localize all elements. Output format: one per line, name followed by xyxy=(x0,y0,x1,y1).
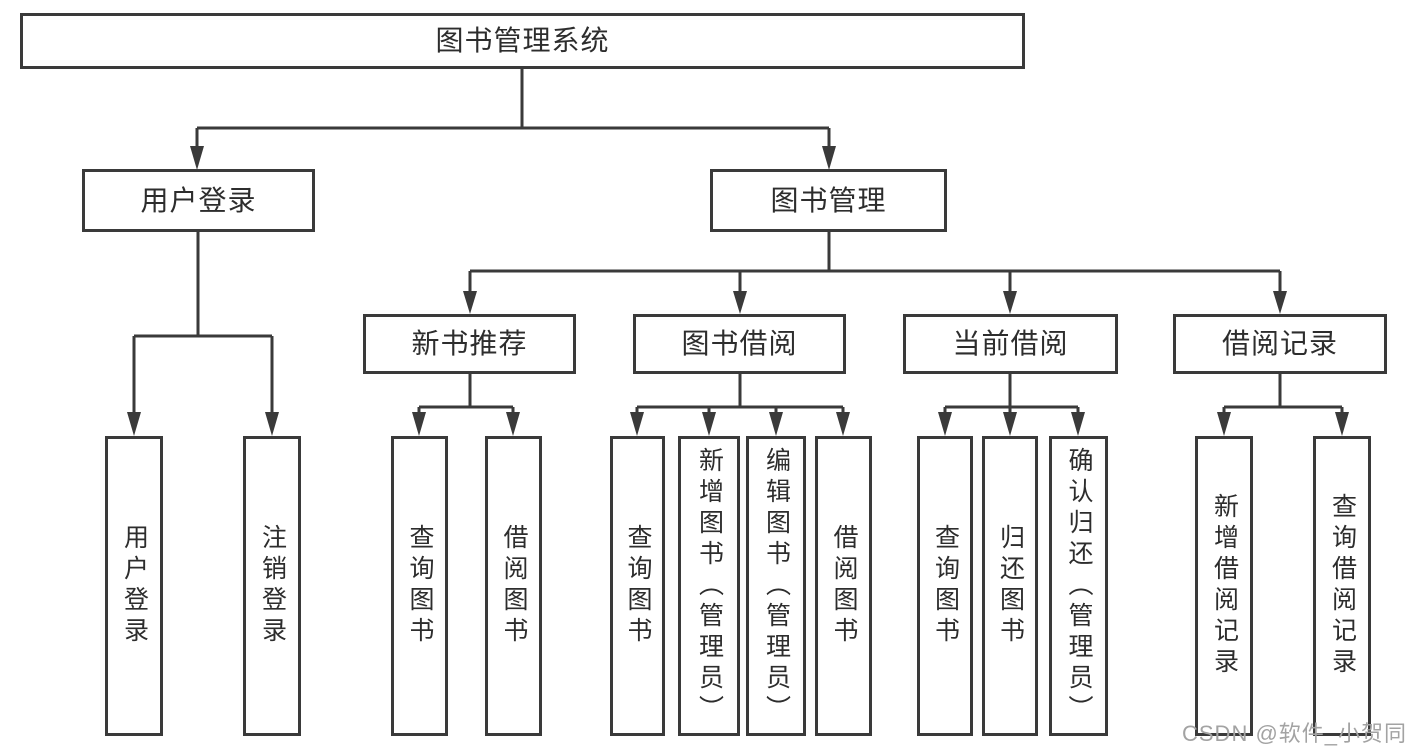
node-leaf-return-book: 归还图书 xyxy=(982,436,1038,736)
node-leaf-add-book-admin: 新增图书（管理员） xyxy=(678,436,740,736)
node-new-book-rec: 新书推荐 xyxy=(363,314,576,374)
connector-userlogin-to-leaves xyxy=(127,232,279,436)
connector-newbookrec-to-leaves xyxy=(412,374,520,436)
node-leaf-query-book-1: 查询图书 xyxy=(391,436,448,736)
connector-bookmgmt-to-level3 xyxy=(463,232,1287,314)
connector-currentborrow-to-leaves xyxy=(938,374,1085,436)
node-leaf-confirm-return-admin: 确认归还（管理员） xyxy=(1049,436,1108,736)
node-borrow-records: 借阅记录 xyxy=(1173,314,1387,374)
node-leaf-user-login: 用户登录 xyxy=(105,436,163,736)
node-leaf-borrow-book-1: 借阅图书 xyxy=(485,436,542,736)
node-current-borrow: 当前借阅 xyxy=(903,314,1118,374)
node-root: 图书管理系统 xyxy=(20,13,1025,69)
node-leaf-query-borrow-record: 查询借阅记录 xyxy=(1313,436,1371,736)
node-leaf-logout: 注销登录 xyxy=(243,436,301,736)
node-leaf-query-book-2: 查询图书 xyxy=(610,436,665,736)
connector-root-to-level2 xyxy=(190,68,836,170)
csdn-watermark: CSDN @软件_小贺同学 xyxy=(1182,721,1405,746)
node-leaf-add-borrow-record: 新增借阅记录 xyxy=(1195,436,1253,736)
node-book-mgmt: 图书管理 xyxy=(710,169,947,232)
node-leaf-edit-book-admin: 编辑图书（管理员） xyxy=(746,436,806,736)
node-leaf-borrow-book-2: 借阅图书 xyxy=(815,436,872,736)
node-user-login: 用户登录 xyxy=(82,169,315,232)
node-book-borrow: 图书借阅 xyxy=(633,314,846,374)
connector-bookborrow-to-leaves xyxy=(630,374,850,436)
connector-borrowrecords-to-leaves xyxy=(1217,374,1349,436)
node-leaf-query-book-3: 查询图书 xyxy=(917,436,973,736)
